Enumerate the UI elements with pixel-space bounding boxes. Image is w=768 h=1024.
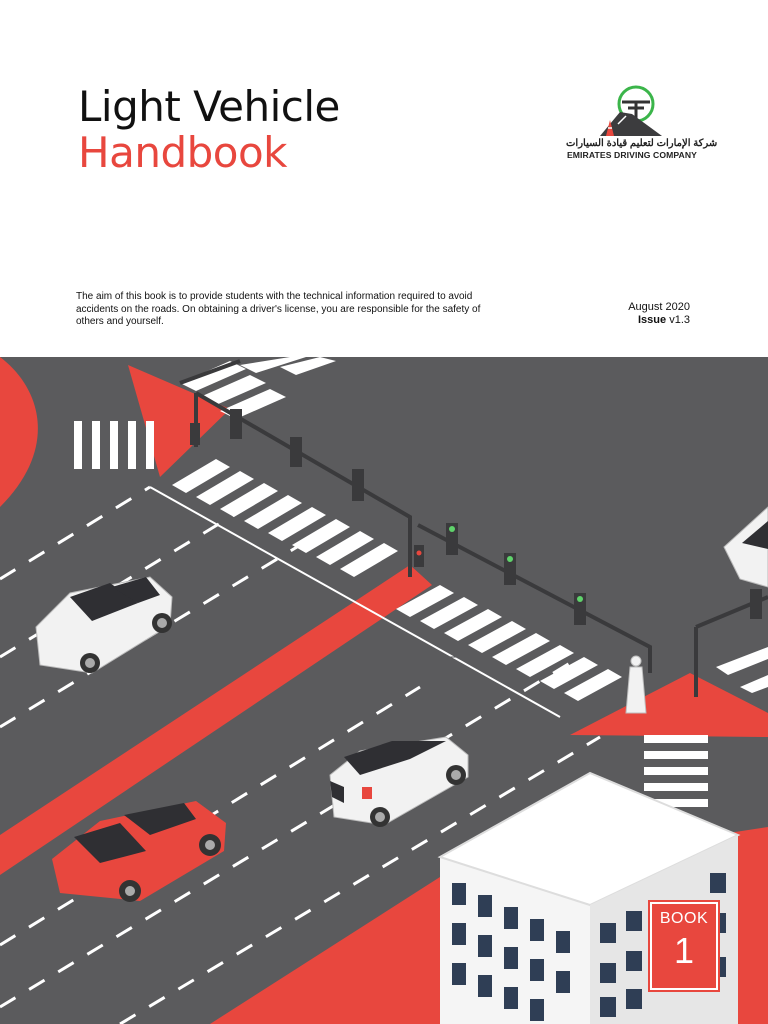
traffic-lights: [190, 409, 762, 625]
road-intersection-illustration: [0, 357, 768, 1024]
issue-version: Issue v1.3: [628, 314, 690, 327]
logo-english-name: EMIRATES DRIVING COMPANY: [566, 150, 698, 160]
issue-date: August 2020: [628, 301, 690, 313]
title-line-1: Light Vehicle: [78, 82, 340, 131]
curb-right-corner: [570, 673, 768, 737]
book-number: 1: [673, 930, 695, 971]
book-number-badge: BOOK 1: [648, 900, 720, 992]
book-label: BOOK: [659, 910, 709, 927]
crosswalk-right: [644, 647, 768, 807]
crosswalk-lower: [396, 585, 622, 701]
company-logo: شركة الإمارات لتعليم قيادة السيارات EMIR…: [566, 84, 718, 164]
issue-label: Issue: [638, 314, 667, 326]
intro-paragraph: The aim of this book is to provide stude…: [76, 291, 481, 327]
crosswalk-left: [74, 421, 154, 469]
issue-info: August 2020 Issue v1.3: [628, 301, 690, 327]
white-car-left: [35, 576, 173, 674]
crosswalk-middle: [172, 459, 398, 577]
title-line-2: Handbook: [78, 128, 287, 177]
white-car-right-edge: [723, 506, 768, 588]
steering-wheel-road-icon: [600, 85, 662, 136]
curb-top-left: [0, 357, 38, 507]
cover-title: Light Vehicle Handbook: [78, 84, 340, 176]
white-car-middle: [329, 736, 469, 827]
logo-arabic-name: شركة الإمارات لتعليم قيادة السيارات: [566, 138, 718, 149]
traffic-light-poles: [179, 359, 768, 697]
median-strip: [0, 565, 432, 875]
issue-value: v1.3: [669, 314, 690, 326]
red-car: [52, 801, 226, 902]
pedestrian: [625, 655, 647, 714]
